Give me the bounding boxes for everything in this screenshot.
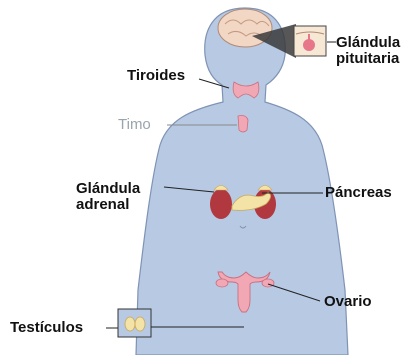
label-ovary: Ovario: [324, 294, 372, 310]
pituitary-gland-icon: [303, 39, 315, 51]
label-thyroid: Tiroides: [127, 68, 185, 84]
right-testicle-icon: [135, 317, 145, 331]
label-pancreas: Páncreas: [325, 185, 392, 201]
label-testicles: Testículos: [10, 320, 83, 336]
left-testicle-icon: [125, 317, 135, 331]
left-ovary-icon: [216, 279, 228, 287]
thymus-icon: [238, 116, 248, 133]
label-adrenal: Glándula adrenal: [76, 181, 140, 213]
left-kidney-icon: [210, 189, 232, 219]
label-pituitary: Glándula pituitaria: [336, 35, 400, 67]
label-thymus: Timo: [118, 117, 151, 133]
